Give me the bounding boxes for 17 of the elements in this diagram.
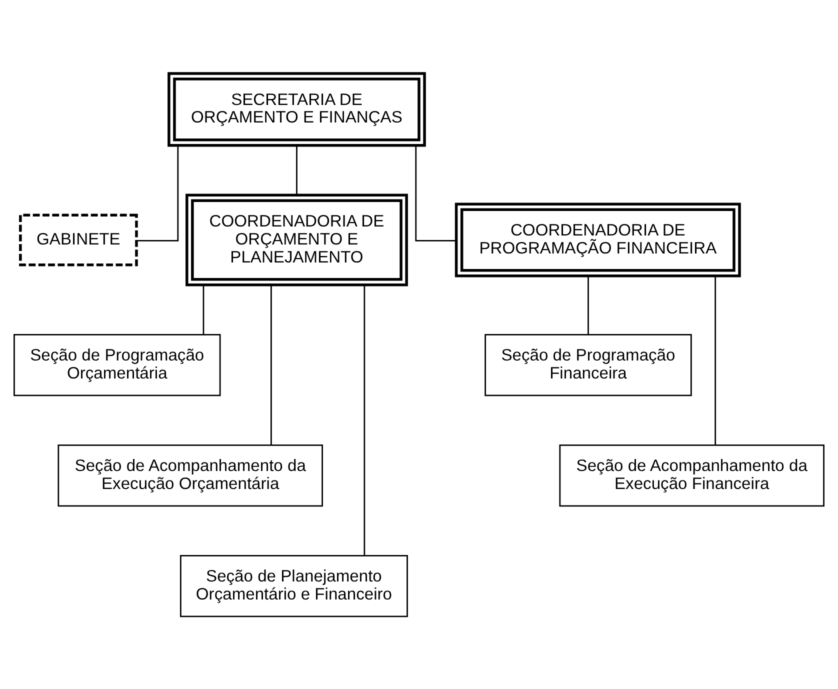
node-box: Seção de Acompanhamento da Execução Orçamentária bbox=[58, 444, 323, 506]
connector bbox=[415, 145, 456, 241]
connector bbox=[296, 144, 298, 194]
connector bbox=[136, 145, 179, 241]
node-box: COORDENADORIA DE PROGRAMAÇÃO FINANCEIRA bbox=[454, 202, 741, 277]
node-box: GABINETE bbox=[19, 213, 138, 266]
node-box: Seção de Acompanhamento da Execução Financeira bbox=[559, 444, 824, 506]
node-box: SECRETARIA DE ORÇAMENTO E FINANÇAS bbox=[168, 72, 426, 146]
node-box: Seção de Programação Financeira bbox=[484, 333, 692, 396]
node-box: Seção de Planejamento Orçamentário e Financeiro bbox=[180, 554, 408, 617]
connector bbox=[202, 284, 204, 334]
connector bbox=[364, 284, 366, 556]
connector bbox=[270, 284, 272, 444]
connector bbox=[588, 276, 589, 334]
connector bbox=[714, 276, 716, 444]
node-box: Seção de Programação Orçamentária bbox=[14, 333, 221, 396]
node-box: COORDENADORIA DE ORÇAMENTO E PLANEJAMENTO bbox=[186, 193, 408, 286]
